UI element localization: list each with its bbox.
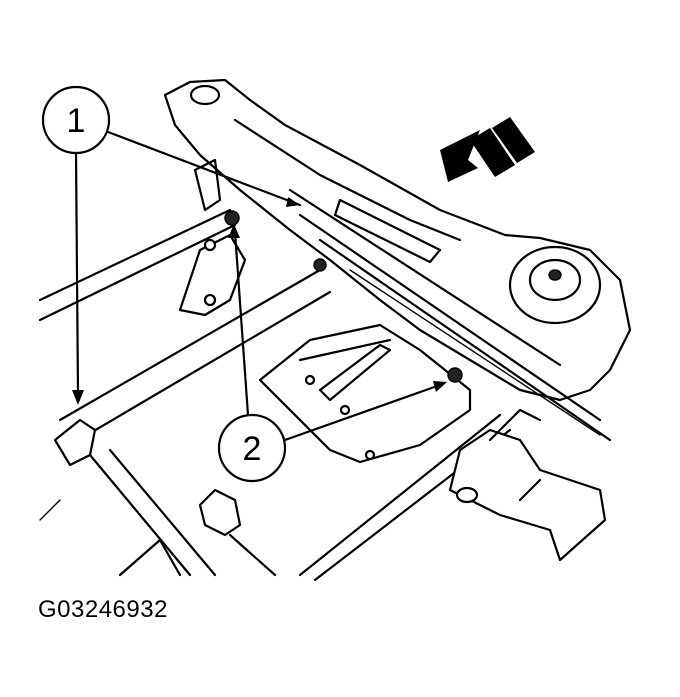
figure-id: G03246932 <box>38 596 168 623</box>
direction-arrow-icon <box>440 117 535 182</box>
left-bracket <box>178 158 247 317</box>
seat-frame-rods <box>38 208 512 582</box>
seat-track-arm <box>163 78 632 442</box>
bolt-left <box>224 210 240 226</box>
bolt-front <box>313 258 327 272</box>
bolt-right <box>447 367 463 383</box>
callout-1-label: 1 <box>67 102 86 140</box>
right-lower-bracket <box>448 408 607 562</box>
lower-left-track <box>53 418 277 577</box>
callout-2: 2 <box>217 224 447 483</box>
callout-1: 1 <box>41 85 302 405</box>
mounting-plate <box>258 323 472 464</box>
callout-2-label: 2 <box>243 430 262 468</box>
